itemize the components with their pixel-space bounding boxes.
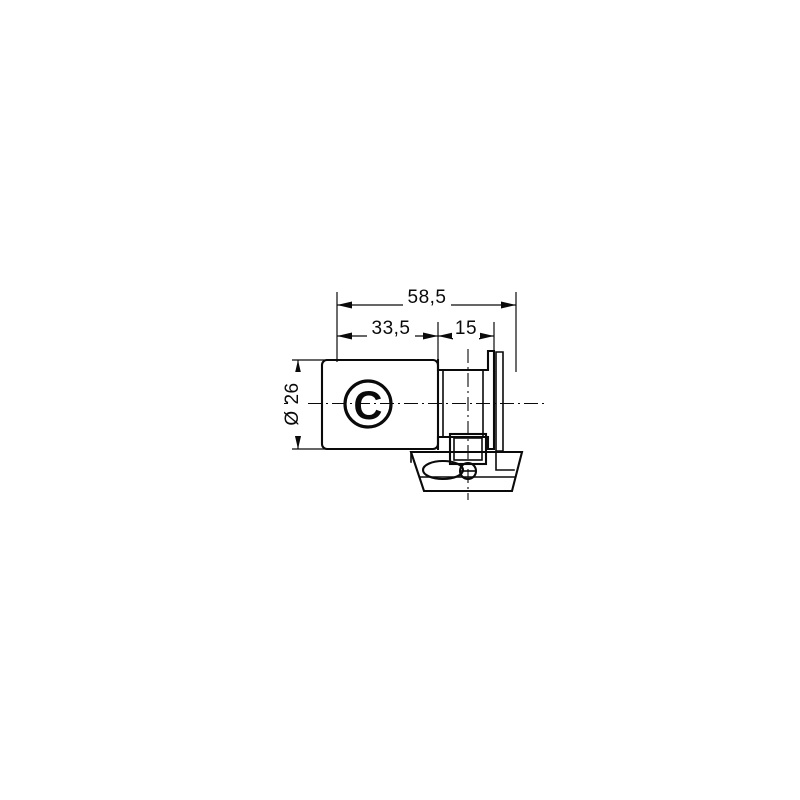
dimension-body-length: 33,5	[337, 318, 438, 340]
cylinder-section-profile	[436, 349, 496, 451]
arrowhead-right-15	[479, 332, 494, 340]
arrowhead-bottom-dia	[294, 434, 302, 449]
mounting-bracket-group	[409, 450, 524, 493]
dimension-label-body-diameter: Ø 26	[282, 382, 303, 425]
cylinder-section-group	[436, 349, 504, 452]
screw-hole-circle	[458, 461, 478, 481]
end-flange-plate	[495, 351, 504, 452]
label-knockout-dia	[288, 372, 308, 436]
c-logo-letter: C	[354, 384, 383, 428]
lock-body-rectangle	[320, 358, 440, 451]
c-logo-ring	[343, 379, 393, 429]
mounting-bracket-trapezoid	[409, 450, 524, 493]
label-knockout-335	[367, 319, 415, 338]
dimension-cylinder-length: 15	[438, 318, 494, 340]
slot-oval	[421, 459, 465, 481]
dimension-label-body-length: 33,5	[372, 318, 411, 339]
arrowhead-right-58	[501, 301, 516, 309]
arrowhead-left-58	[337, 301, 352, 309]
lock-body-group	[320, 358, 440, 451]
arrowhead-left-15	[438, 332, 453, 340]
dimension-body-diameter: Ø 26	[282, 360, 308, 449]
cam-block-inner	[453, 437, 483, 461]
dimension-label-cylinder-length: 15	[455, 318, 477, 339]
dimension-label-overall-length: 58,5	[408, 287, 447, 308]
c-logo-group: C	[343, 379, 393, 429]
label-knockout-15	[452, 319, 480, 338]
arrowhead-right-335	[423, 332, 438, 340]
dimension-overall-length: 58,5	[337, 287, 516, 309]
arrowhead-left-335	[337, 332, 352, 340]
bracket-right-step	[495, 451, 515, 471]
arrowhead-top-dia	[294, 360, 302, 375]
label-knockout-58	[403, 288, 451, 307]
